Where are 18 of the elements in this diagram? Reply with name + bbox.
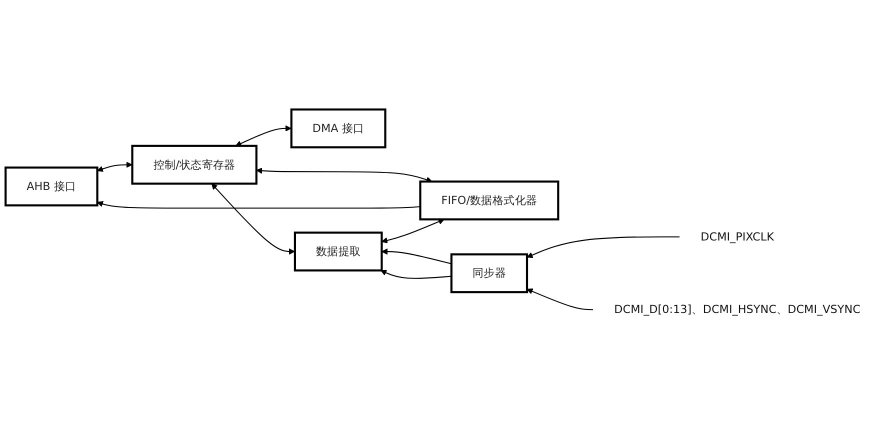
arrow [381, 218, 444, 244]
arrow [380, 270, 452, 279]
arrow [97, 162, 132, 172]
arrow [381, 248, 452, 264]
node-box: FIFO/数据格式化器 [419, 180, 560, 220]
node-box: DMA 接口 [290, 108, 386, 148]
arrow [526, 236, 680, 258]
node-text: DCMI_D[0:13]、DCMI_HSYNC、DCMI_VSYNC [614, 302, 860, 316]
arrow [256, 168, 432, 183]
node-box: 控制/状态寄存器 [131, 144, 258, 185]
arrow [526, 288, 594, 310]
node-box: 数据提取 [294, 232, 383, 272]
arrow [211, 183, 295, 255]
arrow [97, 201, 420, 209]
node-text: DCMI_PIXCLK [700, 230, 774, 244]
node-box: 同步器 [450, 253, 528, 294]
arrow [235, 125, 292, 146]
node-box: AHB 接口 [4, 166, 98, 206]
